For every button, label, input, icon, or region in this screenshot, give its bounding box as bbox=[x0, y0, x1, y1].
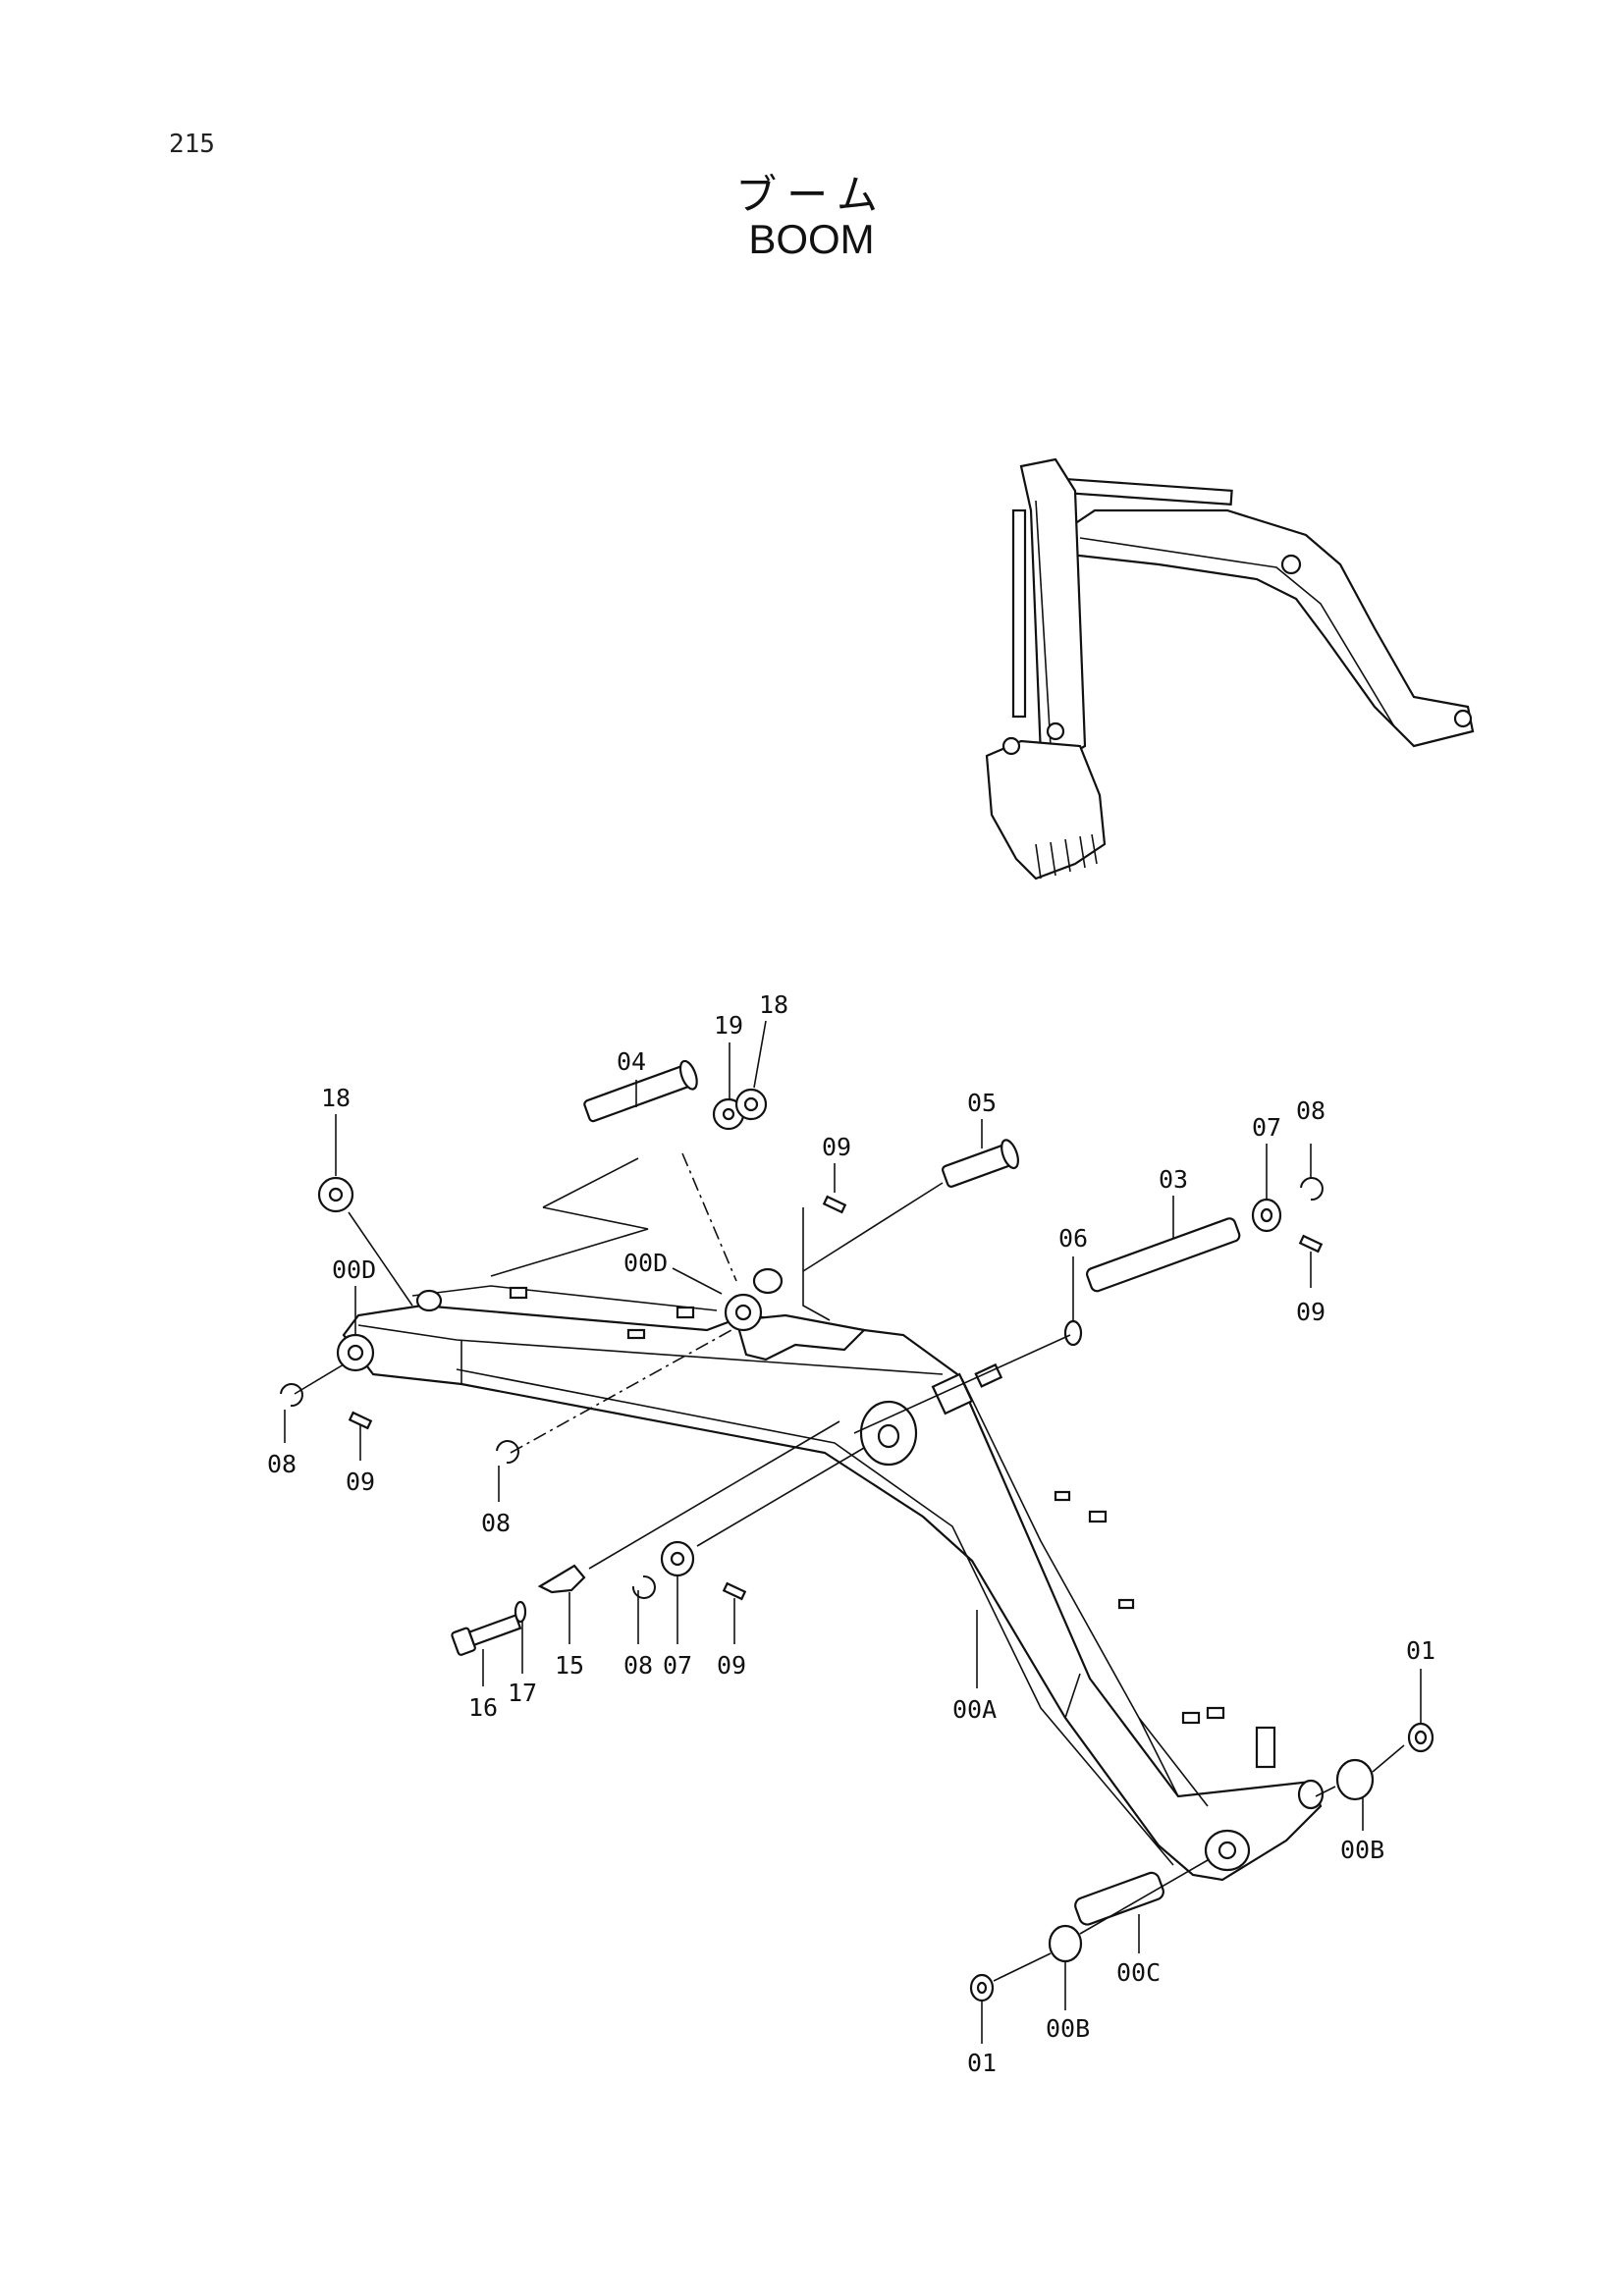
callout-01: 01 bbox=[1406, 1636, 1435, 1665]
pin-09-d bbox=[722, 1581, 747, 1601]
snap-ring-08-c bbox=[496, 1440, 519, 1465]
pin-09-a bbox=[822, 1195, 847, 1214]
callout-07: 07 bbox=[1252, 1113, 1281, 1142]
callout-18: 18 bbox=[759, 990, 788, 1019]
callout-04: 04 bbox=[617, 1047, 646, 1076]
overview-boom bbox=[1063, 508, 1475, 748]
callout-18: 18 bbox=[321, 1084, 351, 1112]
bushing-00B-right bbox=[1335, 1758, 1375, 1801]
boom-structure bbox=[336, 1267, 1325, 1882]
snap-ring-08-d bbox=[631, 1575, 656, 1599]
callout-07: 07 bbox=[663, 1651, 692, 1680]
callout-01: 01 bbox=[967, 2049, 997, 2077]
title-english: BOOM bbox=[748, 216, 875, 262]
callout-17: 17 bbox=[508, 1679, 537, 1707]
pin-05 bbox=[942, 1139, 1019, 1188]
bolt-16 bbox=[451, 1614, 522, 1656]
assembly-lines bbox=[294, 1152, 1405, 1982]
callout-08: 08 bbox=[623, 1651, 653, 1680]
overview-bucket-cylinder bbox=[1011, 508, 1027, 719]
snap-ring-08-b bbox=[280, 1383, 303, 1408]
overview-arm bbox=[1019, 457, 1087, 763]
pin-00C bbox=[1074, 1871, 1164, 1926]
overview-boom-cylinder bbox=[1062, 477, 1233, 506]
callout-05: 05 bbox=[967, 1089, 997, 1117]
callout-00D: 00D bbox=[332, 1255, 376, 1284]
callout-03: 03 bbox=[1159, 1165, 1188, 1194]
boom-bracket bbox=[734, 1313, 867, 1362]
pin-03 bbox=[1086, 1217, 1241, 1293]
leader-lines bbox=[284, 1020, 1422, 2044]
page-number: 215 bbox=[169, 130, 215, 159]
plate-15 bbox=[537, 1564, 586, 1594]
callout-19: 19 bbox=[714, 1011, 743, 1040]
pin-09-c bbox=[348, 1411, 373, 1430]
callout-00B: 00B bbox=[1046, 2014, 1090, 2043]
callout-09: 09 bbox=[1296, 1298, 1325, 1326]
callout-06: 06 bbox=[1058, 1224, 1088, 1253]
title-japanese: ブーム bbox=[735, 171, 888, 219]
lockwasher-17 bbox=[514, 1600, 527, 1624]
pin-04 bbox=[583, 1059, 698, 1123]
callout-15: 15 bbox=[555, 1651, 584, 1680]
pin-09-b bbox=[1298, 1234, 1324, 1254]
callout-08: 08 bbox=[267, 1450, 297, 1478]
callout-00D: 00D bbox=[623, 1249, 668, 1277]
overview-excavator-illustration bbox=[985, 457, 1475, 881]
callout-00C: 00C bbox=[1116, 1958, 1161, 1987]
callout-08: 08 bbox=[1296, 1096, 1325, 1125]
callout-09: 09 bbox=[717, 1651, 746, 1680]
callout-09: 09 bbox=[346, 1468, 375, 1496]
callout-16: 16 bbox=[468, 1693, 498, 1722]
bushing-00B-bottom bbox=[1048, 1924, 1083, 1963]
boom-body bbox=[342, 1304, 1323, 1882]
washer-06 bbox=[1063, 1319, 1083, 1347]
callout-00A: 00A bbox=[952, 1695, 997, 1724]
callout-labels: 04 19 18 18 05 09 07 08 03 06 09 00D 00D… bbox=[267, 990, 1435, 2077]
callout-00B: 00B bbox=[1340, 1836, 1384, 1864]
parts bbox=[280, 1059, 1434, 2002]
overview-bucket bbox=[985, 739, 1107, 881]
snap-ring-08-a bbox=[1300, 1177, 1324, 1201]
callout-08: 08 bbox=[481, 1509, 511, 1537]
callout-09: 09 bbox=[822, 1133, 851, 1161]
